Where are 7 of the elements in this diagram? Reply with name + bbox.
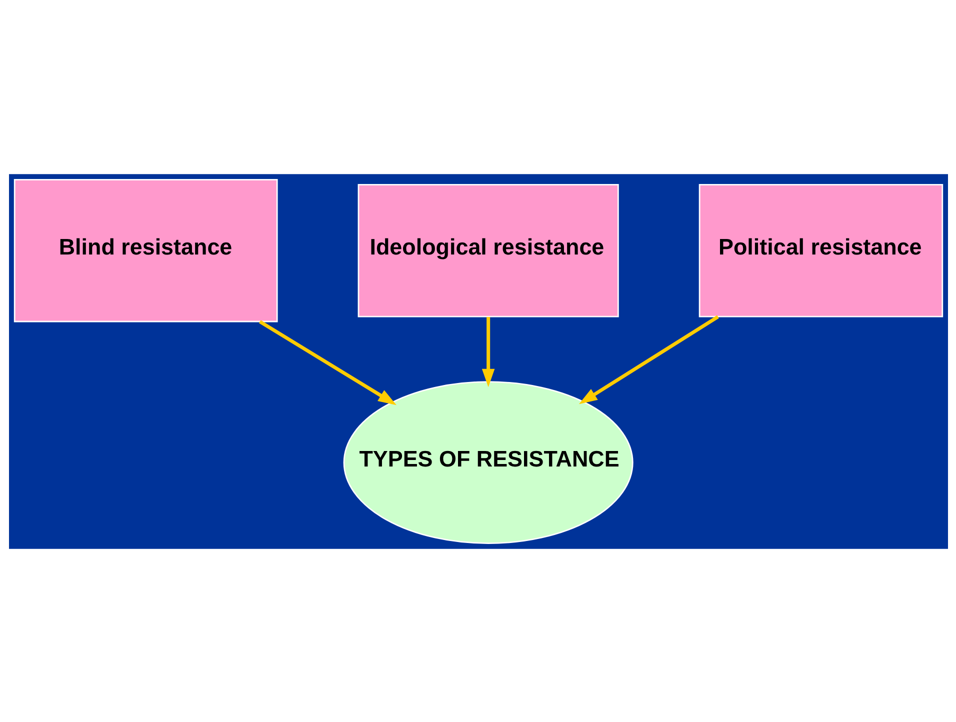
node-box: Ideological resistance bbox=[357, 183, 618, 317]
node-ellipse: TYPES OF RESISTANCE bbox=[342, 380, 633, 544]
node-box: Political resistance bbox=[698, 183, 943, 317]
arrow bbox=[578, 314, 718, 404]
arrow bbox=[481, 316, 494, 387]
node-box: Blind resistance bbox=[13, 178, 278, 322]
arrow bbox=[258, 320, 396, 405]
